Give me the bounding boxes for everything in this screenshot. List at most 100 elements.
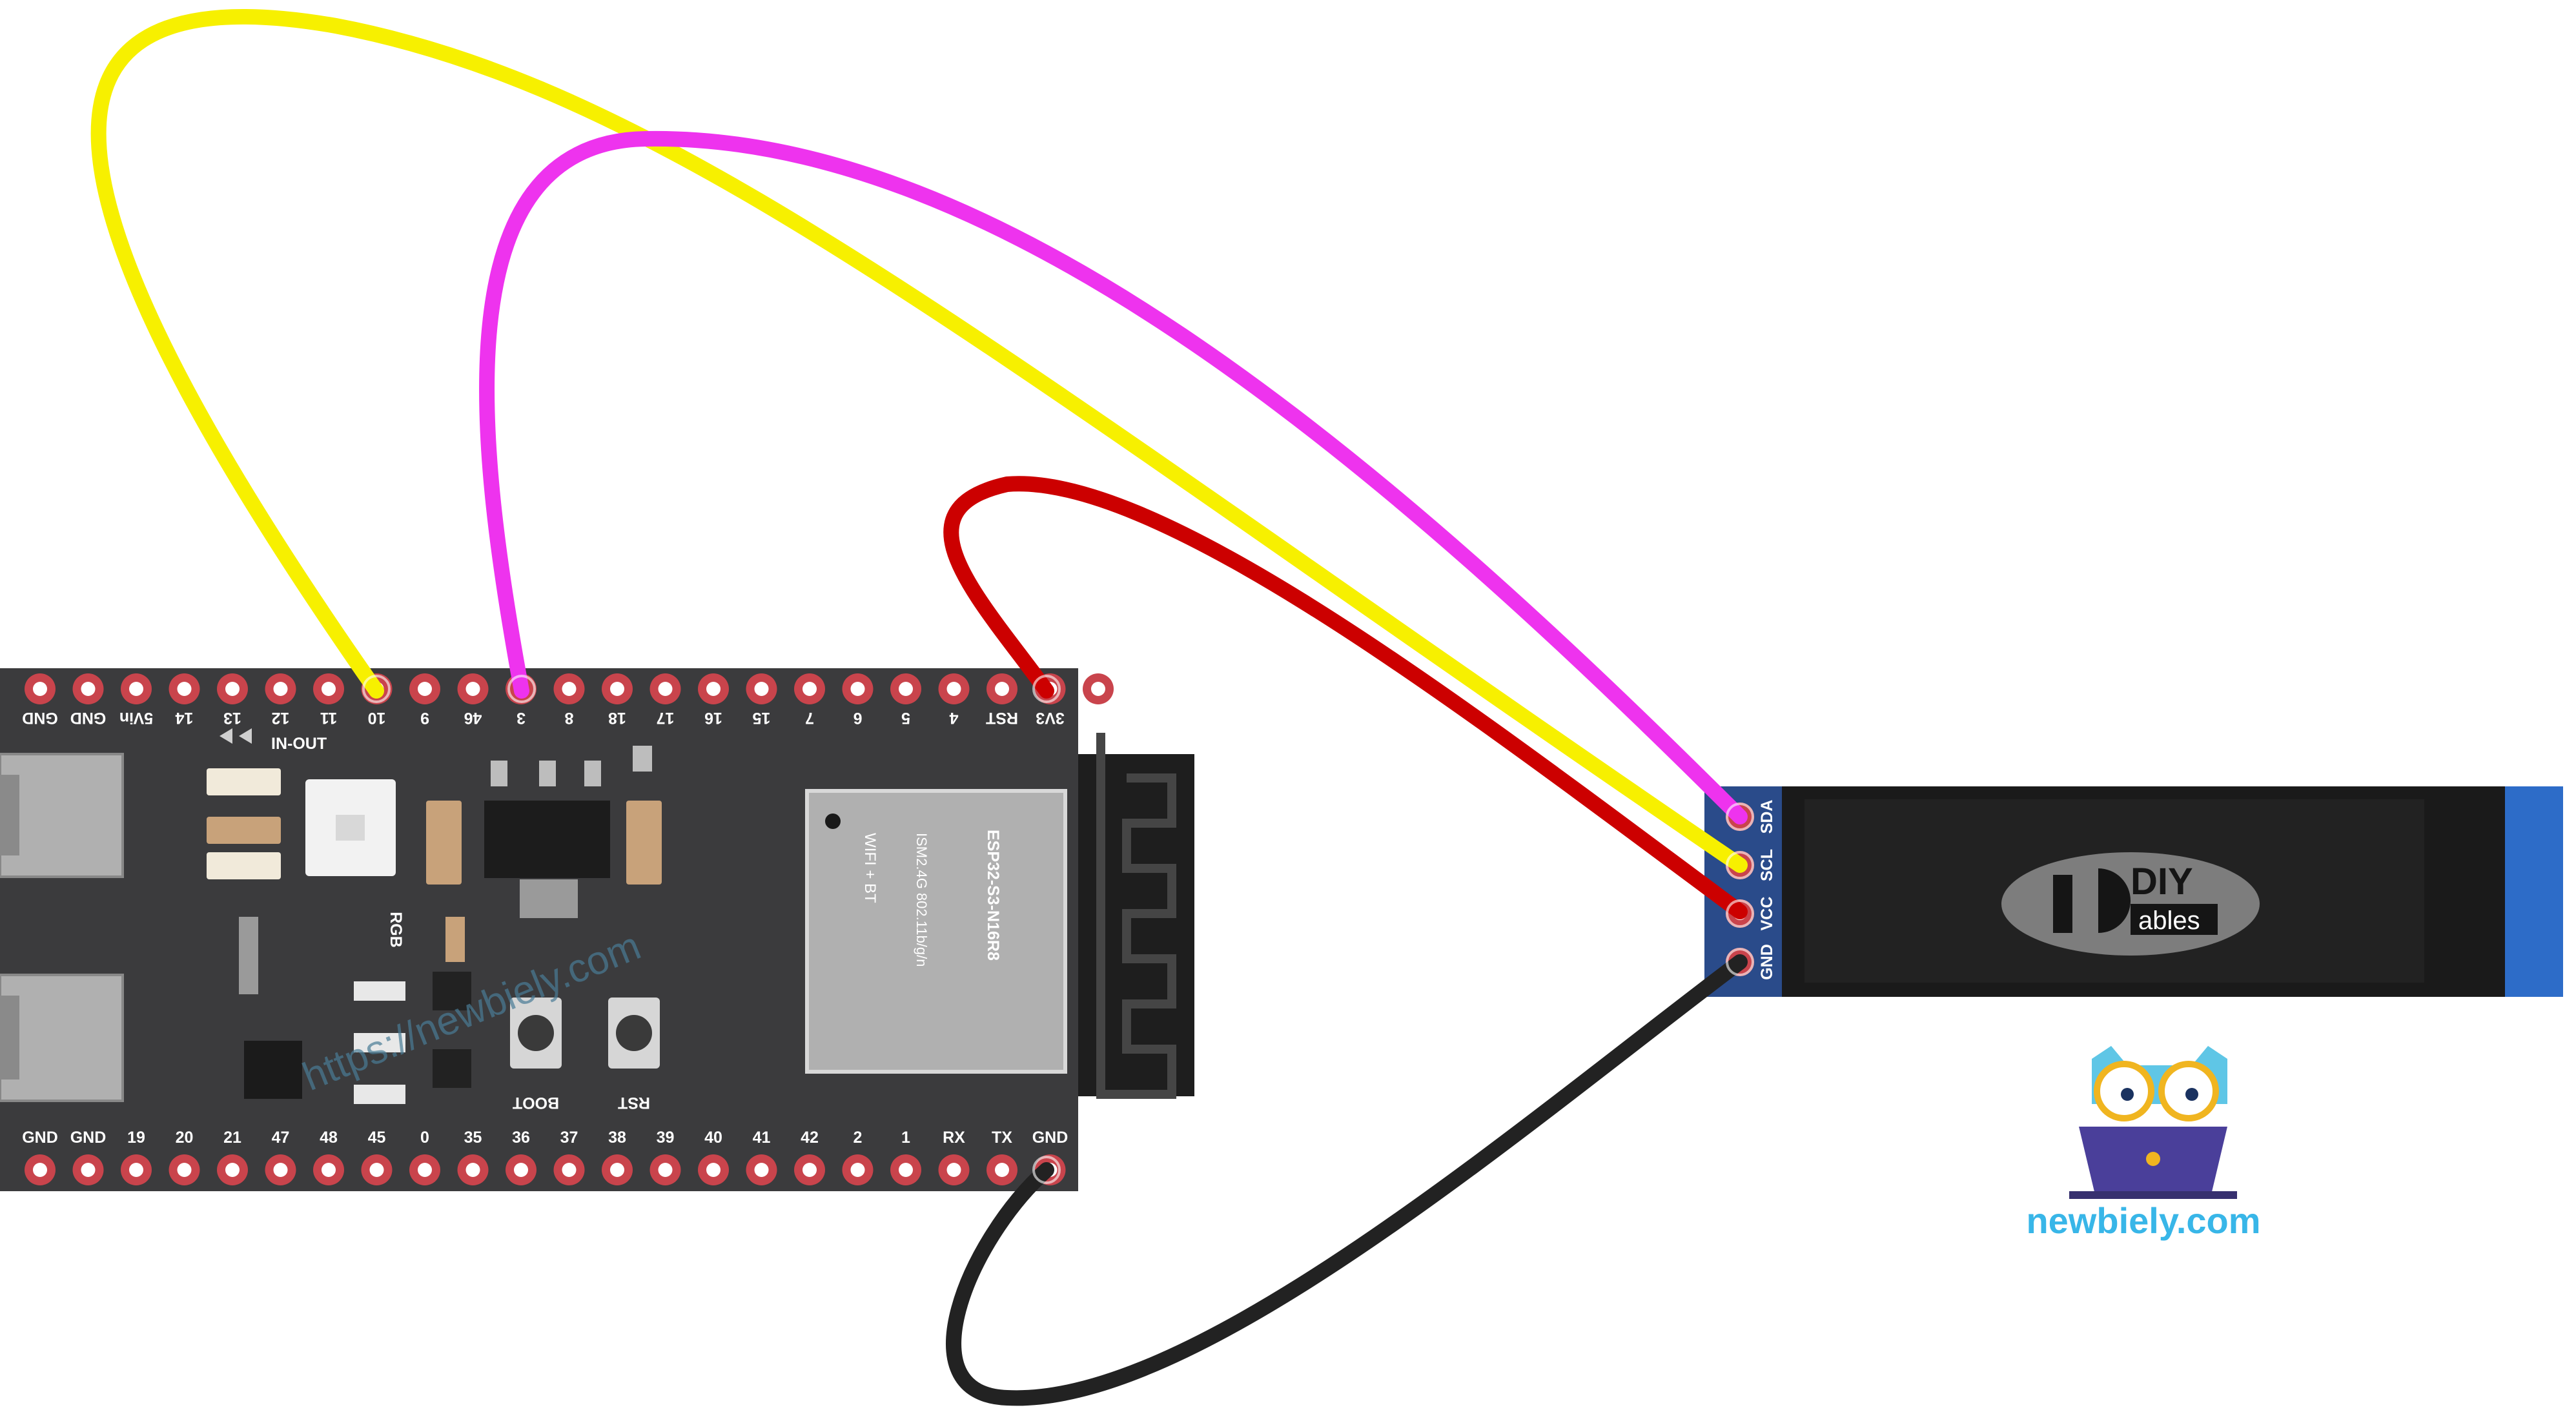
top-pin-7[interactable]: 11	[313, 673, 344, 727]
top-pin-label: 4	[949, 709, 958, 727]
wire-endpoint	[1032, 675, 1061, 703]
module-wireless: WIFI + BT	[861, 833, 879, 903]
wire-endpoint	[1726, 948, 1754, 976]
regulator-tab	[520, 879, 578, 918]
bottom-pin-12[interactable]: 37	[553, 1129, 585, 1185]
top-pin-18[interactable]: 6	[842, 673, 874, 727]
top-pin-9[interactable]: 9	[409, 673, 440, 727]
top-pin-label: 11	[320, 709, 338, 727]
rst-button[interactable]	[608, 998, 660, 1069]
logo-word2: ables	[2138, 906, 2200, 935]
esp32-s3-board: BOOT RST RGB IN-OUT ESP32-S3-N16R8 ISM2.…	[0, 668, 1194, 1191]
smd-led-3	[354, 1085, 405, 1104]
top-pin-label: 3	[516, 709, 526, 727]
bottom-pin-14[interactable]: 39	[649, 1129, 681, 1185]
bottom-pin-20[interactable]: RX	[938, 1129, 970, 1185]
bottom-pin-16[interactable]: 41	[746, 1129, 777, 1185]
oled-pin-label: SCL	[1758, 849, 1776, 881]
bottom-pin-5[interactable]: 21	[217, 1129, 248, 1185]
rgb-led-core	[336, 815, 365, 841]
brand-site: newbiely.com	[2026, 1200, 2260, 1241]
bottom-pin-label: TX	[992, 1129, 1012, 1147]
top-pin-label: 3V3	[1036, 709, 1064, 727]
bottom-pin-13[interactable]: 38	[602, 1129, 633, 1185]
diyables-logo-icon	[2053, 868, 2131, 933]
smd-led-1	[354, 981, 405, 1001]
top-pin-3[interactable]: 5Vin	[119, 673, 153, 727]
bottom-pin-1[interactable]: GND	[22, 1129, 58, 1185]
bottom-pin-label: 37	[560, 1129, 578, 1147]
bottom-pin-label: 48	[320, 1129, 338, 1147]
top-pin-20[interactable]: 4	[938, 673, 970, 727]
top-pin-10[interactable]: 46	[457, 673, 489, 727]
wire-vcc-red	[943, 476, 1748, 919]
laptop-logo	[2146, 1152, 2160, 1166]
bottom-pin-21[interactable]: TX	[986, 1129, 1017, 1185]
boot-button[interactable]	[510, 998, 562, 1069]
bottom-pin-17[interactable]: 42	[794, 1129, 825, 1185]
bottom-pin-8[interactable]: 45	[361, 1129, 393, 1185]
bottom-pin-9[interactable]: 0	[409, 1129, 440, 1185]
bottom-pin-2[interactable]: GND	[70, 1129, 107, 1185]
usb-top-edge	[0, 775, 19, 855]
smd-cap-2	[207, 817, 281, 844]
top-pin-4[interactable]: 14	[169, 673, 200, 727]
antenna-trace	[1096, 733, 1176, 1099]
in-out-arrow-icon	[220, 728, 252, 744]
wire-sda-magenta	[479, 130, 1748, 824]
top-pin-17[interactable]: 7	[794, 673, 825, 727]
bottom-pin-11[interactable]: 36	[506, 1129, 537, 1185]
top-pin-label: 6	[854, 709, 863, 727]
top-pin-12[interactable]: 8	[553, 673, 585, 727]
bottom-pin-label: 36	[512, 1129, 530, 1147]
bottom-pin-label: 2	[854, 1129, 863, 1147]
bottom-pin-label: 21	[223, 1129, 241, 1147]
bottom-pin-18[interactable]: 2	[842, 1129, 874, 1185]
top-pin-1[interactable]: GND	[22, 673, 58, 727]
bottom-pin-label: GND	[1032, 1129, 1068, 1147]
top-pin-label: RST	[986, 709, 1018, 727]
top-pin-label: 17	[657, 709, 675, 727]
top-pin-21[interactable]: RST	[986, 673, 1018, 727]
top-pin-19[interactable]: 5	[890, 673, 921, 727]
module-spec: ISM2.4G 802.11b/g/n	[914, 833, 930, 967]
bottom-pin-10[interactable]: 35	[457, 1129, 489, 1185]
top-pin-23[interactable]: 3V3	[1083, 673, 1114, 727]
top-pin-label: 5	[901, 709, 910, 727]
top-pin-15[interactable]: 16	[698, 673, 729, 727]
bottom-pin-label: GND	[70, 1129, 107, 1147]
bottom-pin-3[interactable]: 19	[121, 1129, 152, 1185]
smd-led-2	[354, 1033, 405, 1052]
regulator-pin-2	[539, 761, 556, 786]
smd-diode-2	[433, 1049, 471, 1088]
bottom-pin-6[interactable]: 47	[265, 1129, 296, 1185]
wire-endpoint	[1726, 899, 1754, 928]
esp32-module	[805, 789, 1067, 1074]
top-pin-14[interactable]: 17	[649, 673, 681, 727]
top-pin-2[interactable]: GND	[70, 673, 107, 727]
bottom-pin-7[interactable]: 48	[313, 1129, 344, 1185]
bottom-pin-label: 0	[420, 1129, 429, 1147]
logo-word1: DIY	[2131, 861, 2193, 903]
smd-resistor-array	[239, 917, 258, 994]
top-pin-5[interactable]: 13	[217, 673, 248, 727]
top-pin-13[interactable]: 18	[602, 673, 633, 727]
top-pin-header: GND GND 5Vin 14 13 12 11 10 9 46 3 8 18 17 16 15 7 6 5 4 RST…	[22, 673, 1114, 727]
top-pin-label: 13	[223, 709, 241, 727]
bottom-pin-label: 42	[801, 1129, 819, 1147]
bottom-pin-label: 45	[368, 1129, 386, 1147]
wire-gnd-black	[946, 954, 1748, 1406]
bottom-pin-19[interactable]: 1	[890, 1129, 921, 1185]
top-pin-label: 10	[368, 709, 386, 727]
usb-uart-chip	[244, 1041, 302, 1099]
top-pin-label: 8	[564, 709, 573, 727]
bottom-pin-4[interactable]: 20	[169, 1129, 200, 1185]
bottom-pin-15[interactable]: 40	[698, 1129, 729, 1185]
wire-endpoint	[1032, 1156, 1061, 1184]
top-pin-6[interactable]: 12	[265, 673, 296, 727]
top-pin-16[interactable]: 15	[746, 673, 777, 727]
